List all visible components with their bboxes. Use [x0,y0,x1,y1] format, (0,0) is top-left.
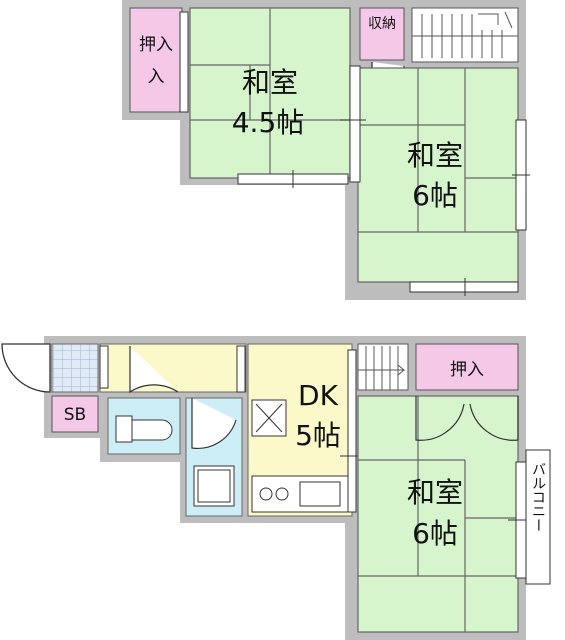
toilet-room [107,397,181,455]
washroom [185,397,243,517]
dining-kitchen [247,343,362,517]
lower-closet-label: 押入 [450,360,484,380]
tatami-room-6-upper [340,65,530,296]
upper-floor: 押入 入 収納 和室 4.5帖 和室 6帖 [122,0,530,300]
corridor [99,343,247,393]
upper-room1-size: 4.5帖 [232,106,305,139]
lower-room-name: 和室 [407,476,463,509]
balcony [525,449,551,585]
entrance-door [1,343,51,393]
lower-closet [415,343,519,391]
dk-size: 5帖 [295,419,341,452]
sb-label: SB [64,405,86,425]
upper-closet-label-1: 押入 [139,35,173,55]
lower-floor: SB [1,336,551,640]
upper-closet-label-2: 入 [148,67,165,87]
upper-stairs [411,7,519,63]
upper-closet [129,7,183,113]
lower-stairs [357,343,409,391]
upper-room2-name: 和室 [407,139,463,172]
tatami-room-6-lower [357,395,532,633]
dk-name: DK [298,379,339,412]
lower-room-size: 6帖 [412,517,458,550]
shoe-box [51,395,99,433]
upper-room2-size: 6帖 [412,179,458,212]
upper-room1-name: 和室 [242,66,298,99]
upper-storage [359,7,405,61]
entrance [51,343,99,393]
tatami-room-45 [189,7,351,188]
balcony-label: バルコニー [530,462,546,532]
upper-storage-label: 収納 [368,16,396,32]
